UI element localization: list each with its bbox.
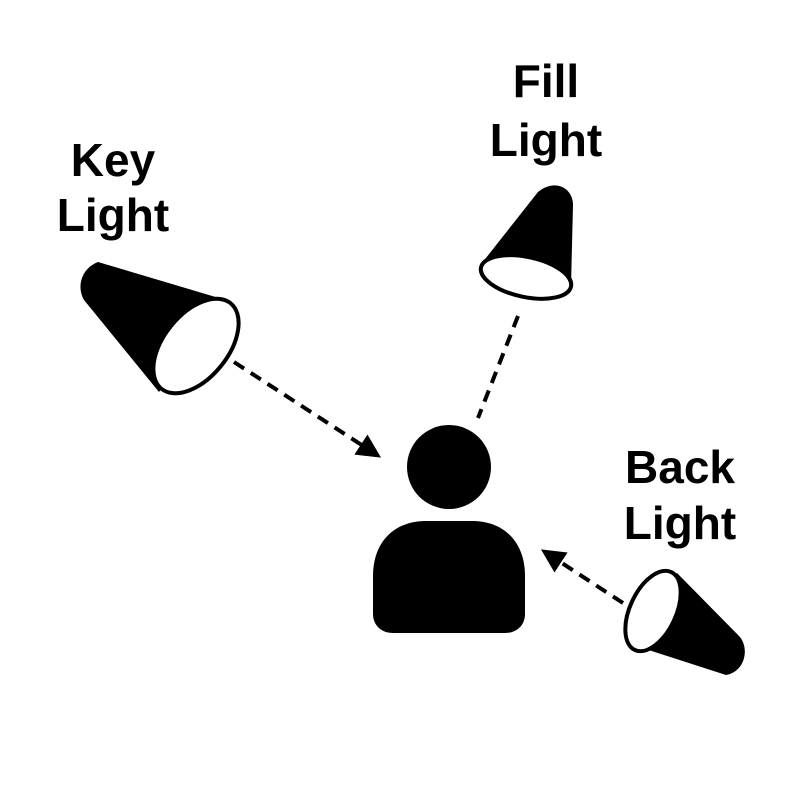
fill-light-lamp-opening	[478, 253, 574, 301]
key-light-label-line1: Key	[71, 134, 156, 186]
key-light-label: Key Light	[57, 134, 169, 241]
fill-light-label-line2: Light	[490, 114, 602, 166]
subject-person-icon	[373, 425, 525, 633]
back-light-arrow	[540, 549, 625, 605]
fill-light-dashed-line	[476, 315, 520, 419]
fill-light-label: Fill Light	[490, 55, 602, 166]
key-light-label-line2: Light	[57, 189, 169, 241]
back-light-lamp-body	[630, 573, 745, 675]
person-head	[407, 425, 491, 509]
key-light-lamp-opening	[151, 296, 241, 396]
fill-light-spotlight-icon	[478, 185, 574, 301]
back-light-lamp-opening	[623, 568, 683, 654]
back-light-label: Back Light	[624, 441, 736, 549]
back-light-spotlight-icon	[623, 568, 745, 675]
key-light-spotlight-icon	[80, 262, 241, 396]
person-body	[373, 521, 525, 633]
key-light-lamp-body	[80, 262, 229, 392]
fill-light-label-line1: Fill	[513, 55, 579, 107]
back-light-label-line2: Light	[624, 497, 736, 549]
key-light-arrow	[232, 360, 382, 458]
back-light-label-line1: Back	[625, 441, 735, 493]
